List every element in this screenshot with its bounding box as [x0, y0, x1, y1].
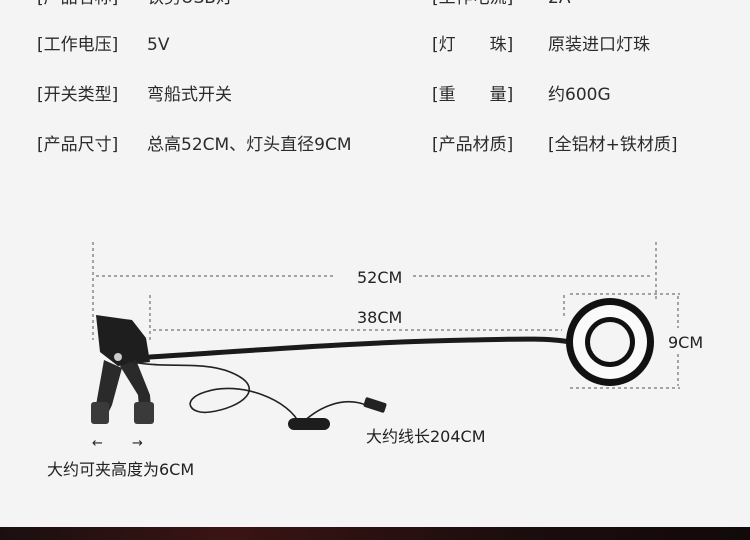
spec-key-weight: [重 量] — [432, 85, 514, 105]
usb-plug — [363, 397, 387, 413]
dimension-lines — [92, 242, 680, 389]
spec-value-material: [全铝材+铁材质] — [548, 135, 678, 155]
spec-key-switch: [开关类型] — [37, 85, 119, 105]
spec-value-product-name: 铁剪USB灯 — [147, 0, 233, 8]
usb-cable — [123, 359, 301, 426]
spec-key-voltage: [工作电压] — [37, 35, 119, 55]
spec-key-current: [工作电流] — [432, 0, 513, 8]
head-diameter-label: 9CM — [668, 333, 704, 352]
arrow-left-icon: ← — [92, 436, 103, 451]
gooseneck-arm — [147, 336, 573, 360]
total-length-label: 52CM — [357, 268, 403, 287]
spec-value-switch: 弯船式开关 — [147, 85, 232, 105]
inline-switch — [288, 418, 330, 430]
spec-value-weight: 约600G — [548, 85, 611, 105]
arrow-right-icon: → — [132, 436, 143, 451]
cable-length-label: 大约线长204CM — [366, 427, 486, 446]
spec-key-material: [产品材质] — [432, 135, 514, 155]
clamp — [91, 315, 154, 424]
ring-light-hole — [590, 322, 630, 362]
clamp-height-label: 大约可夹高度为6CM — [47, 460, 195, 479]
spec-value-beads: 原装进口灯珠 — [548, 35, 650, 55]
spec-value-voltage: 5V — [147, 35, 170, 55]
clamp-left-pad — [91, 402, 109, 424]
spec-value-current: 2A — [548, 0, 570, 8]
spec-value-size: 总高52CM、灯头直径9CM — [147, 135, 352, 155]
spec-key-size: [产品尺寸] — [37, 135, 119, 155]
spec-key-beads: [灯 珠] — [432, 35, 514, 55]
clamp-right-pad — [134, 402, 154, 424]
bottom-banner-edge — [0, 527, 750, 540]
arm-length-label: 38CM — [357, 308, 403, 327]
clamp-top-jaw — [96, 315, 150, 366]
spec-key-product-name: [产品名称] — [37, 0, 118, 8]
clamp-screw — [114, 353, 122, 361]
